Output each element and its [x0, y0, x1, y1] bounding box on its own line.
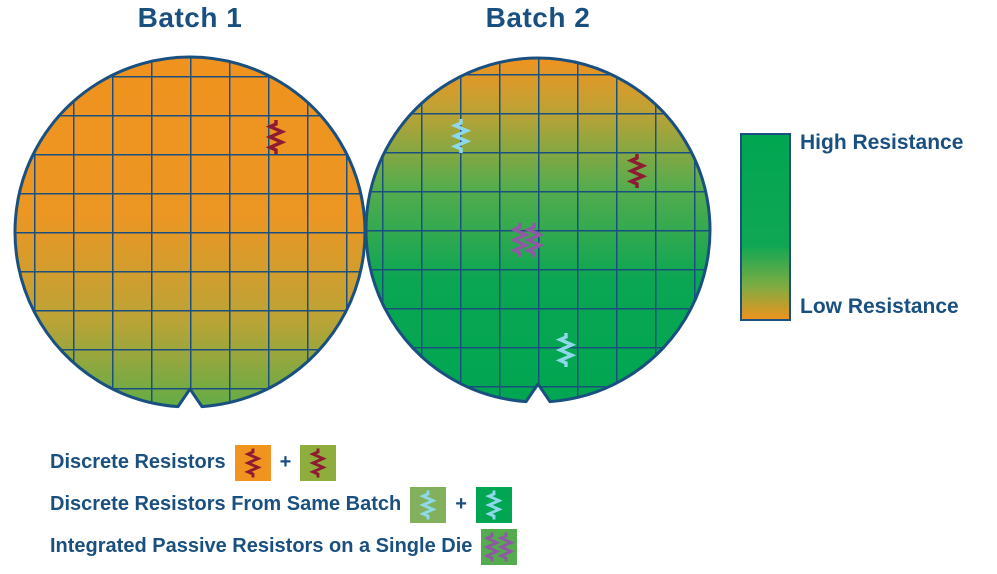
resistance-gradient-bar: [740, 133, 791, 321]
low-resistance-label: Low Resistance: [800, 295, 959, 318]
resistor-swatch: [300, 444, 337, 481]
resistor-icon: [487, 488, 501, 521]
wafer-batch2: [364, 56, 712, 404]
wafer-illustration: [13, 55, 791, 409]
wafer-batch1: [13, 55, 367, 409]
legend-row-label: Discrete Resistors: [50, 451, 226, 473]
resistor-swatch: [475, 486, 512, 523]
resistor-swatch: [410, 486, 447, 523]
plus-sign: +: [455, 493, 467, 515]
legend-row-label: Discrete Resistors From Same Batch: [50, 493, 402, 515]
resistor-icon: [246, 446, 260, 479]
legend-row-label: Integrated Passive Resistors on a Single…: [50, 535, 473, 557]
legend: Discrete Resistors+Discrete Resistors Fr…: [50, 444, 518, 565]
batch1-title: Batch 1: [137, 2, 243, 33]
legend-row: Discrete Resistors +: [50, 444, 517, 481]
batch2-title: Batch 2: [485, 2, 591, 33]
legend-row: Integrated Passive Resistors on a Single…: [50, 528, 518, 565]
resistor-swatch: [234, 444, 271, 481]
legend-row: Discrete Resistors From Same Batch +: [50, 486, 517, 523]
high-resistance-label: High Resistance: [800, 131, 964, 154]
resistor-icon: [485, 530, 513, 563]
plus-sign: +: [279, 451, 292, 473]
resistor-swatch: [481, 528, 518, 565]
resistor-icon: [421, 488, 435, 521]
resistor-icon: [311, 446, 325, 479]
